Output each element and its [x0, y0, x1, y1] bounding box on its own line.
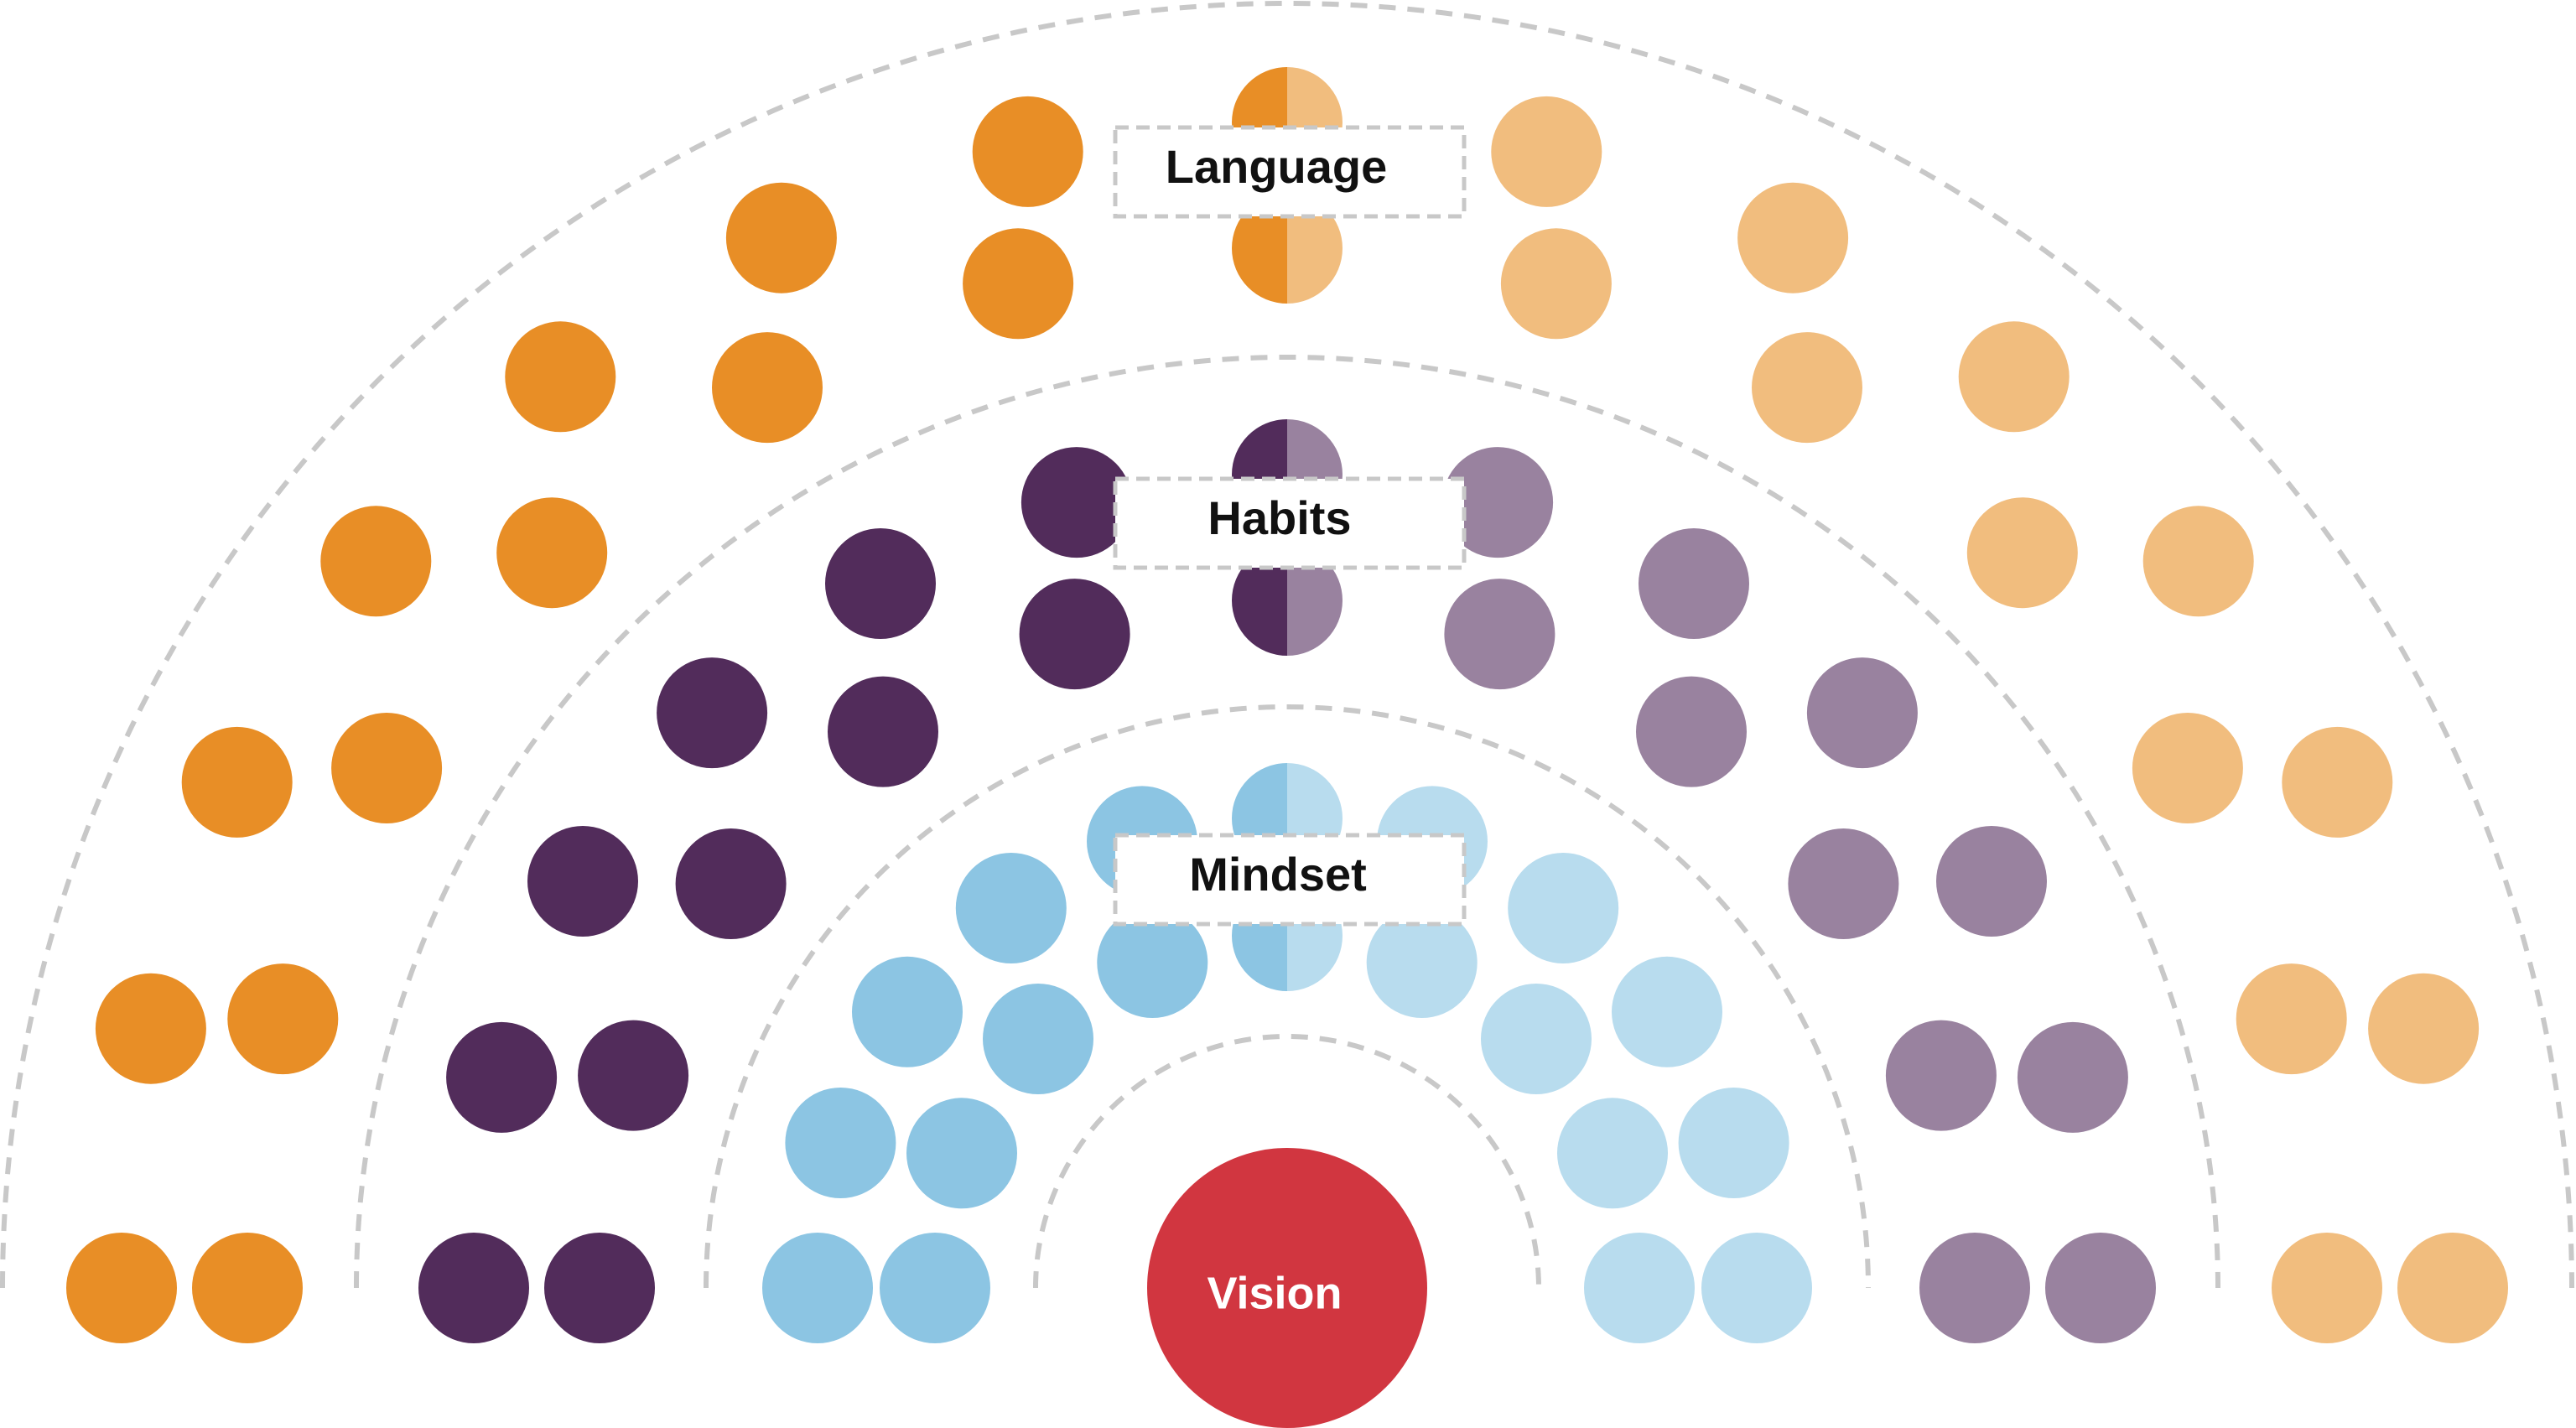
habits-dot-inner-2 [675, 828, 787, 939]
language-dot-inner-0 [192, 1233, 303, 1343]
habits-dot-inner-5 [1232, 545, 1343, 656]
mindset-label-box: Mindset [1113, 833, 1467, 927]
mindset-dot-inner-1 [906, 1098, 1017, 1209]
mindset-dot-inner-3 [1097, 907, 1208, 1018]
vision-circle [1147, 1148, 1427, 1428]
habits-dot-outer-11 [2017, 1021, 2128, 1133]
guide-arc-1 [1033, 1034, 1541, 1289]
mindset-dot-outer-1 [785, 1088, 896, 1198]
habits-label: Habits [1208, 491, 1351, 544]
mindset-dot-inner-5 [1366, 907, 1478, 1018]
habits-dot-inner-9 [1885, 1020, 1997, 1131]
habits-dot-outer-3 [657, 657, 768, 769]
guide-arc-2 [704, 704, 1871, 1289]
habits-dot-inner-1 [578, 1020, 689, 1131]
center-node: Vision [1147, 1148, 1427, 1428]
habits-label-box: Habits [1113, 476, 1467, 570]
language-dot-outer-14 [2397, 1233, 2508, 1343]
language-label: Language [1166, 140, 1387, 193]
language-dot-outer-4 [505, 321, 616, 433]
language-dot-inner-5 [963, 228, 1074, 340]
mindset-dot-outer-0 [762, 1233, 873, 1343]
habits-dot-outer-5 [1021, 447, 1132, 558]
language-dot-inner-4 [712, 332, 823, 444]
habits-dot-outer-9 [1806, 657, 1918, 769]
language-dot-outer-1 [95, 973, 206, 1084]
language-dot-inner-7 [1500, 228, 1612, 340]
language-dot-outer-8 [1491, 96, 1602, 207]
mindset-dot-outer-3 [955, 853, 1067, 963]
mindset-dot-outer-9 [1678, 1088, 1789, 1198]
mindset-dot-outer-10 [1701, 1233, 1812, 1343]
habits-dot-outer-10 [1936, 826, 2047, 937]
language-dot-outer-9 [1737, 182, 1849, 293]
mindset-dot-inner-7 [1557, 1098, 1668, 1209]
dashed-guide-arcs [0, 1, 2574, 1289]
language-dot-inner-8 [1752, 332, 1862, 444]
language-dot-inner-1 [227, 963, 339, 1075]
habits-dot-outer-2 [527, 826, 638, 937]
vision-label: Vision [1207, 1268, 1342, 1318]
language-dot-outer-5 [725, 182, 837, 293]
mindset-label: Mindset [1189, 848, 1367, 901]
language-dot-inner-3 [496, 497, 608, 609]
habits-dot-outer-4 [825, 528, 936, 639]
language-dot-outer-2 [181, 726, 293, 838]
language-label-box: Language [1113, 125, 1467, 219]
language-dot-outer-6 [972, 96, 1083, 207]
habits-dot-outer-12 [2045, 1233, 2156, 1343]
guide-arc-3 [354, 355, 2220, 1289]
language-dot-inner-12 [2272, 1233, 2382, 1343]
language-dot-inner-6 [1232, 193, 1343, 304]
ring-labels: Language Habits Mindset [1113, 125, 1467, 927]
language-dot-inner-9 [1966, 497, 2078, 609]
language-dot-outer-11 [2142, 506, 2254, 617]
mindset-dot-outer-2 [852, 956, 963, 1067]
language-dot-inner-10 [2132, 713, 2243, 823]
habits-dot-outer-8 [1639, 528, 1749, 639]
language-dot-inner-2 [331, 713, 443, 823]
habits-dot-inner-6 [1444, 579, 1555, 690]
habits-dot-inner-8 [1788, 828, 1899, 939]
mindset-dot-outer-8 [1612, 956, 1722, 1067]
mindset-dot-outer-7 [1508, 853, 1619, 963]
language-dot-outer-10 [1958, 321, 2070, 433]
guide-arc-4 [0, 1, 2574, 1289]
language-dot-inner-11 [2236, 963, 2347, 1075]
mindset-dot-inner-8 [1584, 1233, 1695, 1343]
habits-dot-outer-7 [1442, 447, 1554, 558]
habits-dot-inner-4 [1019, 579, 1130, 690]
language-dot-outer-3 [320, 506, 432, 617]
habits-dot-outer-1 [446, 1021, 558, 1133]
habits-dot-outer-0 [418, 1233, 529, 1343]
language-dot-outer-12 [2282, 726, 2393, 838]
habits-dot-inner-10 [1919, 1233, 2030, 1343]
mindset-dot-inner-2 [983, 984, 1093, 1094]
habits-dot-inner-0 [544, 1233, 655, 1343]
habits-dot-inner-7 [1636, 676, 1747, 787]
mindset-dot-inner-0 [880, 1233, 990, 1343]
language-dot-outer-0 [66, 1233, 177, 1343]
mindset-dot-inner-6 [1481, 984, 1592, 1094]
language-dot-outer-13 [2368, 973, 2480, 1084]
habits-dot-inner-3 [828, 676, 938, 787]
